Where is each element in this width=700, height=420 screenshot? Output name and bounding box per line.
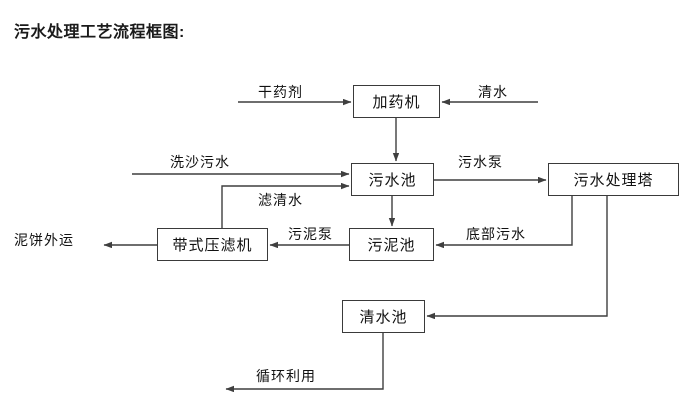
node-label: 带式压滤机 xyxy=(172,237,253,254)
edge-filtered-water-to-sewage-pool xyxy=(221,182,350,228)
node-label: 污泥池 xyxy=(367,237,416,254)
page-title: 污水处理工艺流程框图: xyxy=(14,24,185,41)
edge-label-recycle-reuse: 循环利用 xyxy=(256,368,316,384)
node-dosing-machine[interactable]: 加药机 xyxy=(353,85,440,118)
edge-label-mud-cake-out: 泥饼外运 xyxy=(14,232,74,248)
edge-label-sewage-pump: 污水泵 xyxy=(458,154,503,170)
edge-clear-water-recycle xyxy=(225,333,384,393)
edge-bottom-sewage-to-sludge-pool xyxy=(435,196,573,249)
node-label: 清水池 xyxy=(359,309,408,326)
edge-tower-to-clear-water-pool xyxy=(426,196,608,320)
edge-label-dry-chemical: 干药剂 xyxy=(258,84,303,100)
node-sewage-pool[interactable]: 污水池 xyxy=(351,163,434,196)
edge-label-sand-wash-sewage: 洗沙污水 xyxy=(170,154,230,170)
node-sludge-pool[interactable]: 污泥池 xyxy=(349,228,434,261)
node-belt-filter-press[interactable]: 带式压滤机 xyxy=(157,228,268,261)
node-label: 污水处理塔 xyxy=(573,172,654,189)
edge-label-clean-water: 清水 xyxy=(478,84,508,100)
edge-label-filtered-water: 滤清水 xyxy=(258,192,303,208)
edge-label-bottom-sewage: 底部污水 xyxy=(466,226,526,242)
node-label: 污水池 xyxy=(368,172,417,189)
node-clear-water-pool[interactable]: 清水池 xyxy=(342,300,425,333)
node-treatment-tower[interactable]: 污水处理塔 xyxy=(548,163,679,196)
node-label: 加药机 xyxy=(372,94,421,111)
edge-label-sludge-pump: 污泥泵 xyxy=(288,226,333,242)
